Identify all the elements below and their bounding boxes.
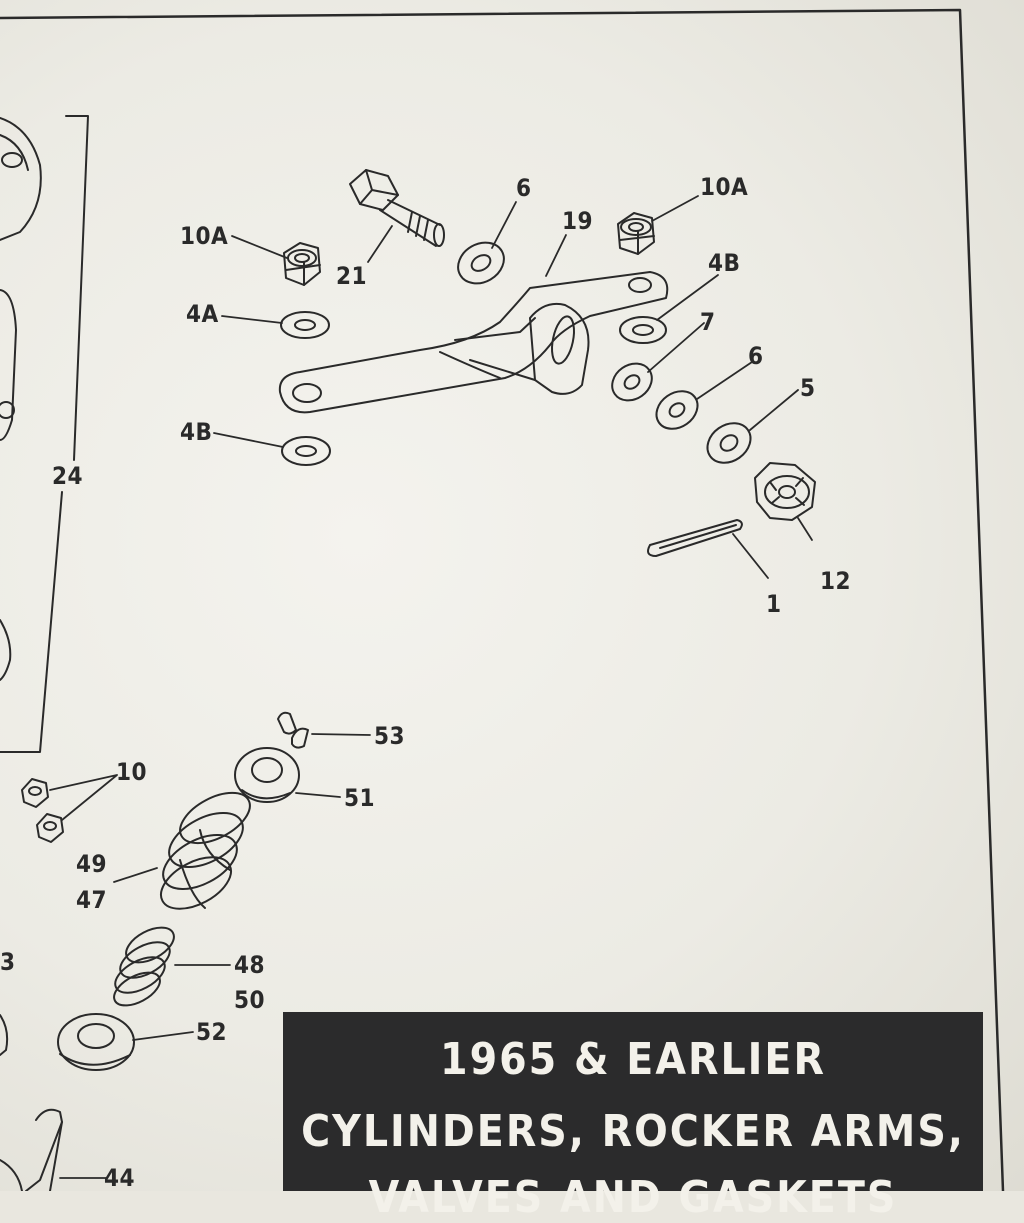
- washer-4b-left: [281, 436, 331, 466]
- valve-44: [0, 1108, 63, 1191]
- part-label-5: 5: [800, 374, 816, 402]
- part-label-50: 50: [234, 986, 266, 1014]
- lock-nut-10a-left: [283, 242, 321, 286]
- nut-10-upper: [21, 778, 49, 808]
- title-banner: 1965 & EARLIER CYLINDERS, ROCKER ARMS, V…: [283, 1012, 983, 1223]
- castle-nut-12: [754, 462, 816, 521]
- banner-title-line-3: VALVES AND GASKETS: [368, 1172, 898, 1223]
- rocker-arm-19: [278, 271, 669, 414]
- part-label-21: 21: [336, 262, 368, 290]
- exploded-parts-diagram: [0, 8, 1005, 1191]
- washer-4a: [280, 311, 330, 339]
- page-frame: [0, 8, 1005, 1191]
- part-label-12: 12: [820, 567, 852, 595]
- part-label-4b-right: 4B: [708, 249, 741, 277]
- part-label-53: 53: [374, 722, 406, 750]
- part-label-3: 3: [0, 948, 16, 976]
- part-label-44: 44: [104, 1164, 136, 1192]
- valve-spring-outer: [160, 791, 251, 910]
- part-label-52: 52: [196, 1018, 228, 1046]
- part-label-4b-left: 4B: [180, 418, 213, 446]
- part-label-10a-left: 10A: [180, 222, 229, 250]
- valve-keys-53: [277, 711, 309, 749]
- part-label-49: 49: [76, 850, 108, 878]
- lock-nut-10a-right: [617, 212, 655, 255]
- part-label-6-mid: 6: [748, 342, 764, 370]
- cotter-pin-1: [647, 519, 743, 557]
- washer-6-top: [457, 241, 505, 285]
- bolt-21: [349, 169, 445, 247]
- part-label-48: 48: [234, 951, 266, 979]
- washer-6-mid: [655, 390, 699, 430]
- part-label-47: 47: [76, 886, 108, 914]
- partial-part-left: [0, 1014, 9, 1056]
- banner-title-line-2: CYLINDERS, ROCKER ARMS,: [301, 1106, 965, 1157]
- leader-lines: [49, 195, 813, 1179]
- part-label-24: 24: [52, 462, 84, 490]
- banner-title-line-1: 1965 & EARLIER: [440, 1034, 826, 1085]
- part-label-10: 10: [116, 758, 148, 786]
- spring-cap-51: [234, 747, 300, 803]
- part-label-51: 51: [344, 784, 376, 812]
- part-label-4a: 4A: [186, 300, 219, 328]
- washer-7: [611, 362, 653, 402]
- washer-5: [706, 422, 752, 464]
- part-label-1: 1: [766, 590, 782, 618]
- nut-10-lower: [36, 813, 64, 843]
- washer-4b-right: [619, 316, 667, 344]
- bracket-24: [0, 115, 89, 753]
- part-label-6-top: 6: [516, 174, 532, 202]
- part-label-19: 19: [562, 207, 594, 235]
- cylinder-assembly-partial: [0, 117, 42, 681]
- spring-seat-52: [57, 1013, 135, 1071]
- valve-spring-inner: [113, 926, 175, 1007]
- part-label-10a-right: 10A: [700, 173, 749, 201]
- part-label-7: 7: [700, 308, 716, 336]
